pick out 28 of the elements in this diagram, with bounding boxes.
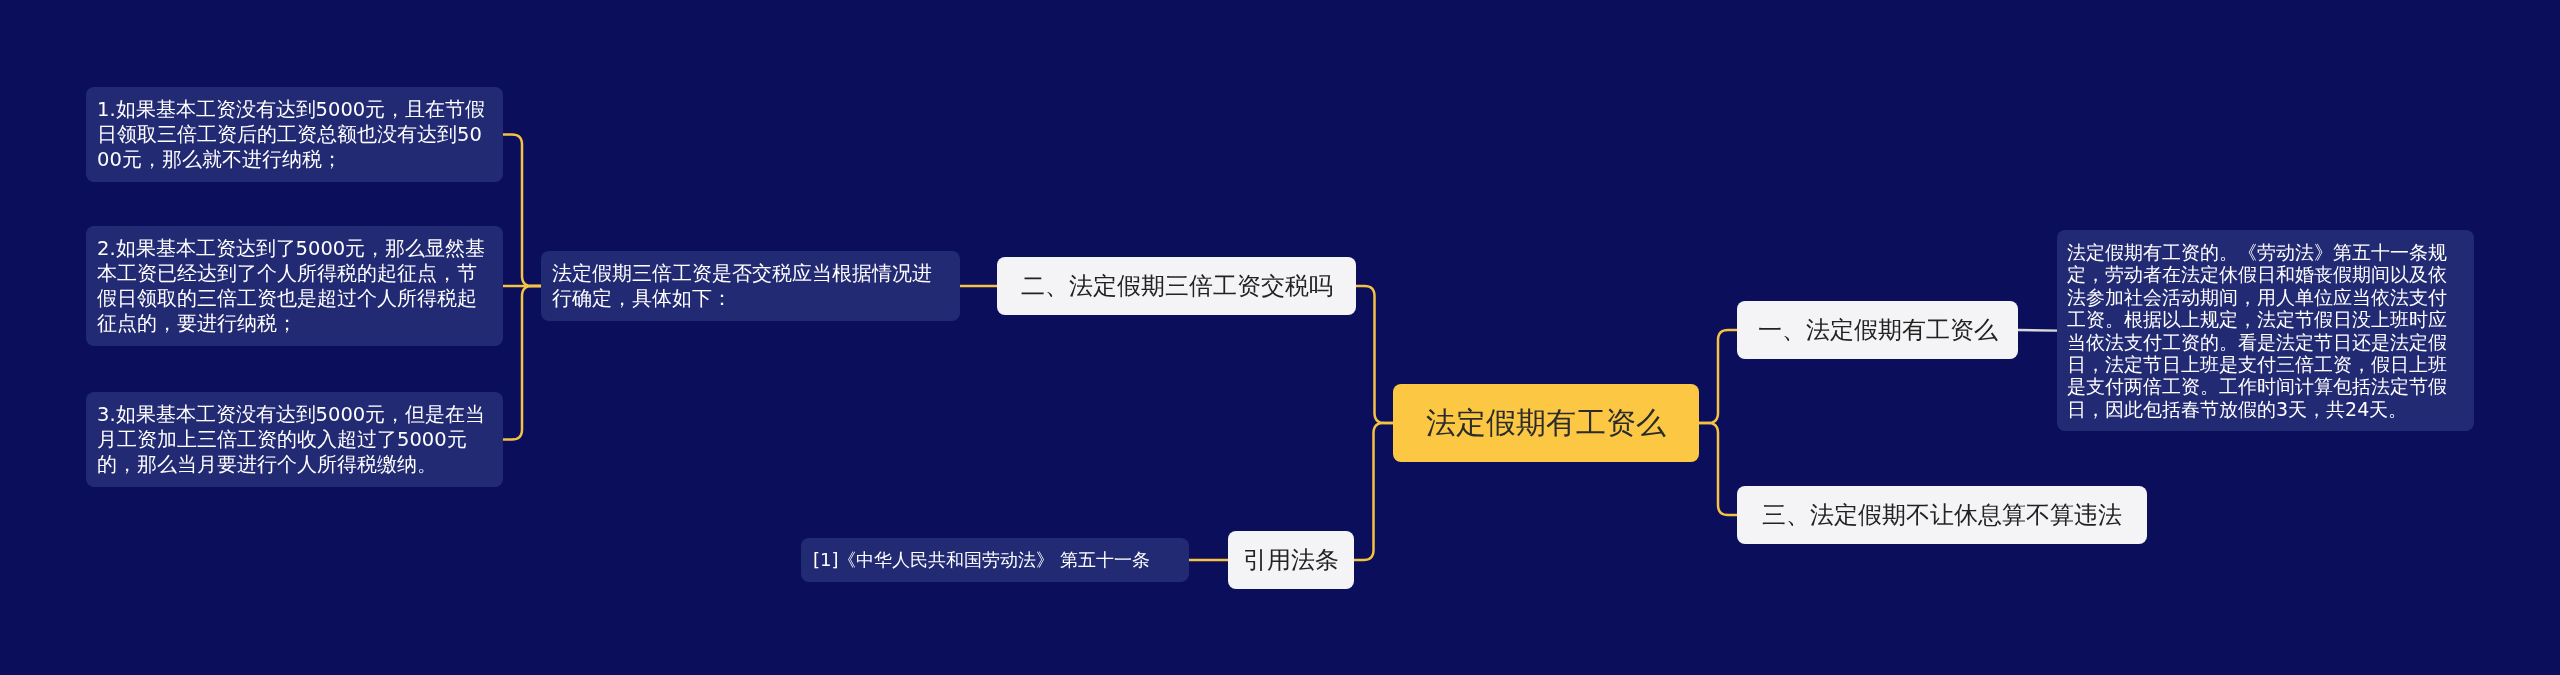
central-topic-text: 法定假期有工资么 [1425,404,1667,442]
reference-text: [1]《中华人民共和国劳动法》 第五十一条 [813,548,1152,572]
connector-line [960,284,997,288]
topic-text: 二、法定假期三倍工资交税吗 [1019,271,1334,302]
topic-card [1228,531,1354,589]
topic-card [997,257,1356,315]
connector-line [1189,558,1228,562]
note-text: 3.如果基本工资没有达到5000元，但是在当月工资加上三倍工资的收入超过了5000元的，那么当月要进行个人所得税缴纳。 [97,402,487,477]
note-card [2057,230,2474,432]
connector-line [1699,421,1737,517]
reference-card [801,538,1189,582]
note-card [541,251,960,321]
topic-card [1737,486,2147,544]
connector-line [1354,421,1393,562]
topic-text: 引用法条 [1242,545,1340,576]
note-text: 1.如果基本工资没有达到5000元，且在节假日领取三倍工资后的工资总额也没有达到5000元，那么就不进行纳税； [97,97,487,172]
note-text: 法定假期三倍工资是否交税应当根据情况进行确定，具体如下： [552,261,933,311]
note-card [86,87,503,182]
connector-line [503,284,541,441]
note-text: 2.如果基本工资达到了5000元，那么显然基本工资已经达到了个人所得税的起征点，节假日领取的三倍工资也是超过个人所得税起征点的，要进行纳税； [97,236,487,336]
topic-text: 三、法定假期不让休息算不算违法 [1761,500,2123,531]
note-text: 法定假期有工资的。《劳动法》第五十一条规定，劳动者在法定休假日和婚丧假期间以及依法参加社会活动期间，用人单位应当依法支付工资。根据以上规定，法定节假日没上班时应当依法支付工资的。看是法定节日还是法定假日，法定节日上班是支付三倍工资，假日上班是支付两倍工资。工作时间计算包括法定节假日，因此包括春节放假的3天，共24天。 [2067,241,2448,421]
note-card [86,392,503,487]
topic-text: 一、法定假期有工资么 [1756,315,1999,346]
central-topic-card [1393,384,1699,462]
topic-card [1737,301,2018,359]
note-card [86,226,503,346]
connector-line [2018,328,2058,332]
